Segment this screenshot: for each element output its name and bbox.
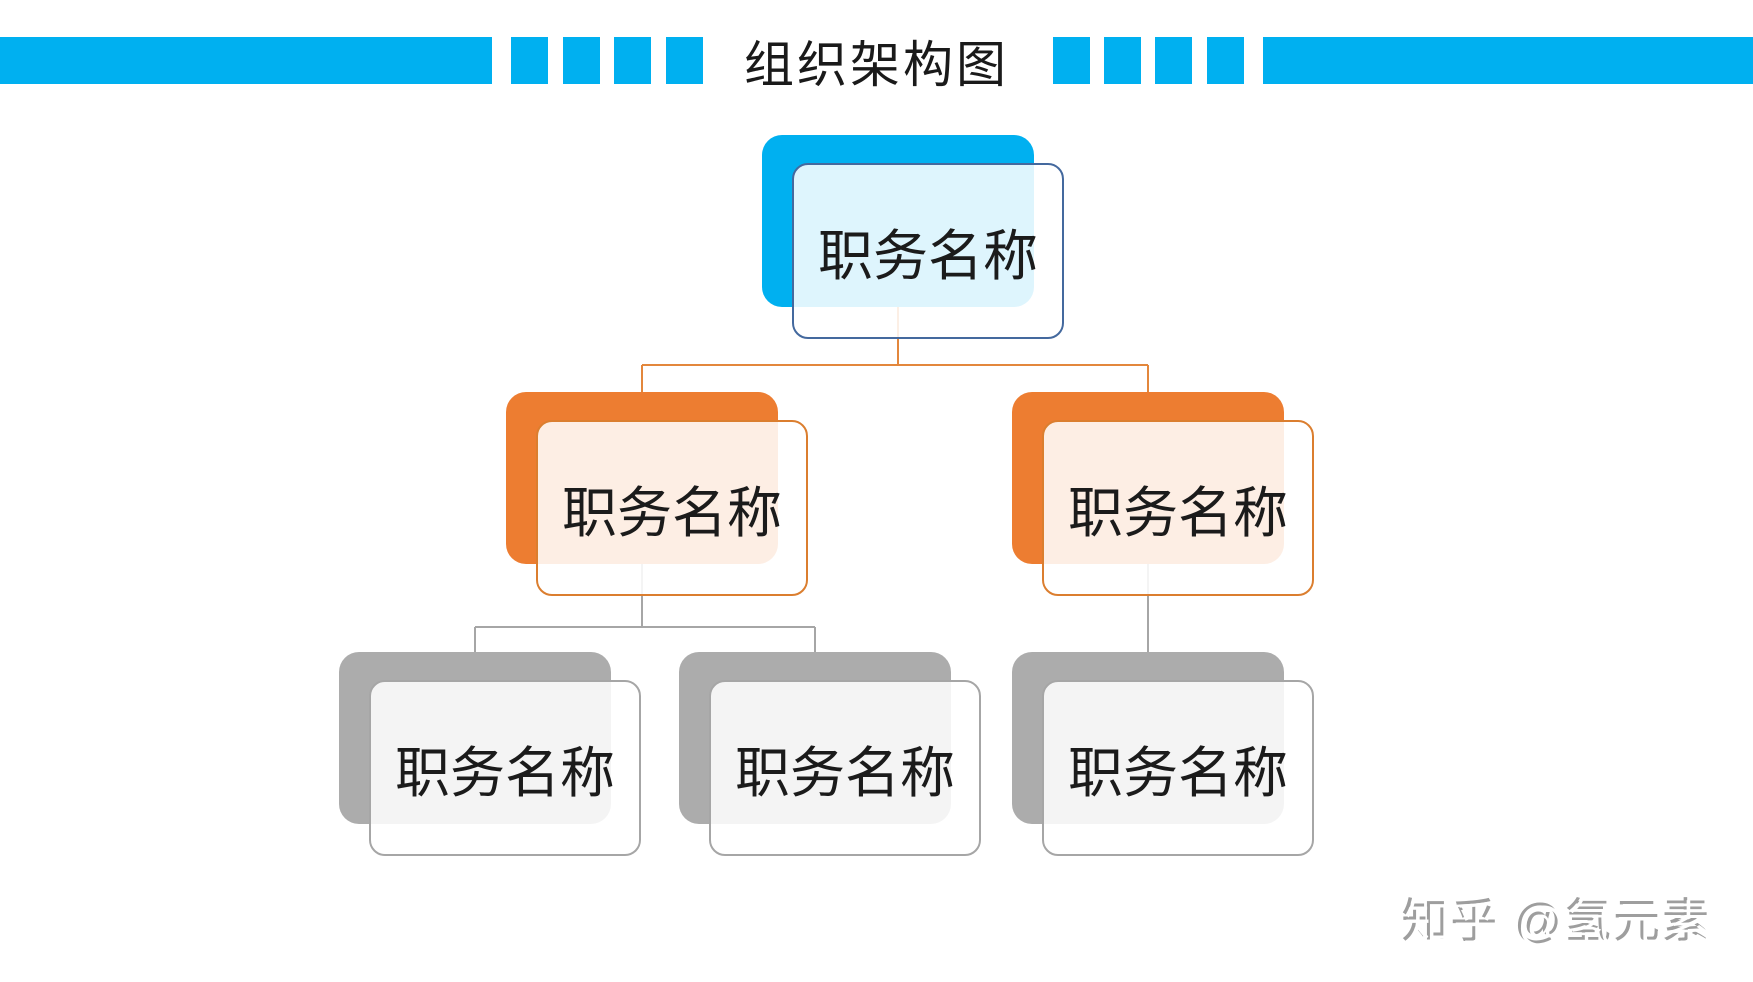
node-front-panel: 职务名称 xyxy=(1042,680,1314,856)
header-bar-right xyxy=(1263,37,1753,84)
org-node-child-right: 职务名称 xyxy=(1012,392,1314,596)
watermark-text: 知乎 @氢元素 xyxy=(1401,894,1711,947)
node-label: 职务名称 xyxy=(734,742,955,804)
org-node-child-left: 职务名称 xyxy=(506,392,808,596)
watermark-highlight-text: 知乎 @氢元素 xyxy=(1404,897,1714,950)
header-dash-square xyxy=(1155,37,1192,84)
header-dash-square xyxy=(563,37,600,84)
header-bar-left xyxy=(0,37,492,84)
header-dash-square xyxy=(614,37,651,84)
node-label: 职务名称 xyxy=(394,742,615,804)
node-label: 职务名称 xyxy=(1067,742,1288,804)
node-front-panel: 职务名称 xyxy=(536,420,808,596)
slide-title: 组织架构图 xyxy=(744,37,1009,93)
header-dash-square xyxy=(1207,37,1244,84)
org-node-root: 职务名称 xyxy=(762,135,1064,339)
watermark: 知乎 @氢元素 知乎 @氢元素 xyxy=(1401,882,1712,950)
org-node-grand-2: 职务名称 xyxy=(679,652,981,856)
node-front-panel: 职务名称 xyxy=(709,680,981,856)
header-dash-square xyxy=(1104,37,1141,84)
node-label: 职务名称 xyxy=(561,482,782,544)
node-front-panel: 职务名称 xyxy=(792,163,1064,339)
header-dash-square xyxy=(511,37,548,84)
node-label: 职务名称 xyxy=(817,225,1038,287)
org-node-grand-1: 职务名称 xyxy=(339,652,641,856)
node-label: 职务名称 xyxy=(1067,482,1288,544)
node-front-panel: 职务名称 xyxy=(1042,420,1314,596)
node-front-panel: 职务名称 xyxy=(369,680,641,856)
org-node-grand-3: 职务名称 xyxy=(1012,652,1314,856)
header-dash-square xyxy=(1053,37,1090,84)
header-dash-square xyxy=(666,37,703,84)
